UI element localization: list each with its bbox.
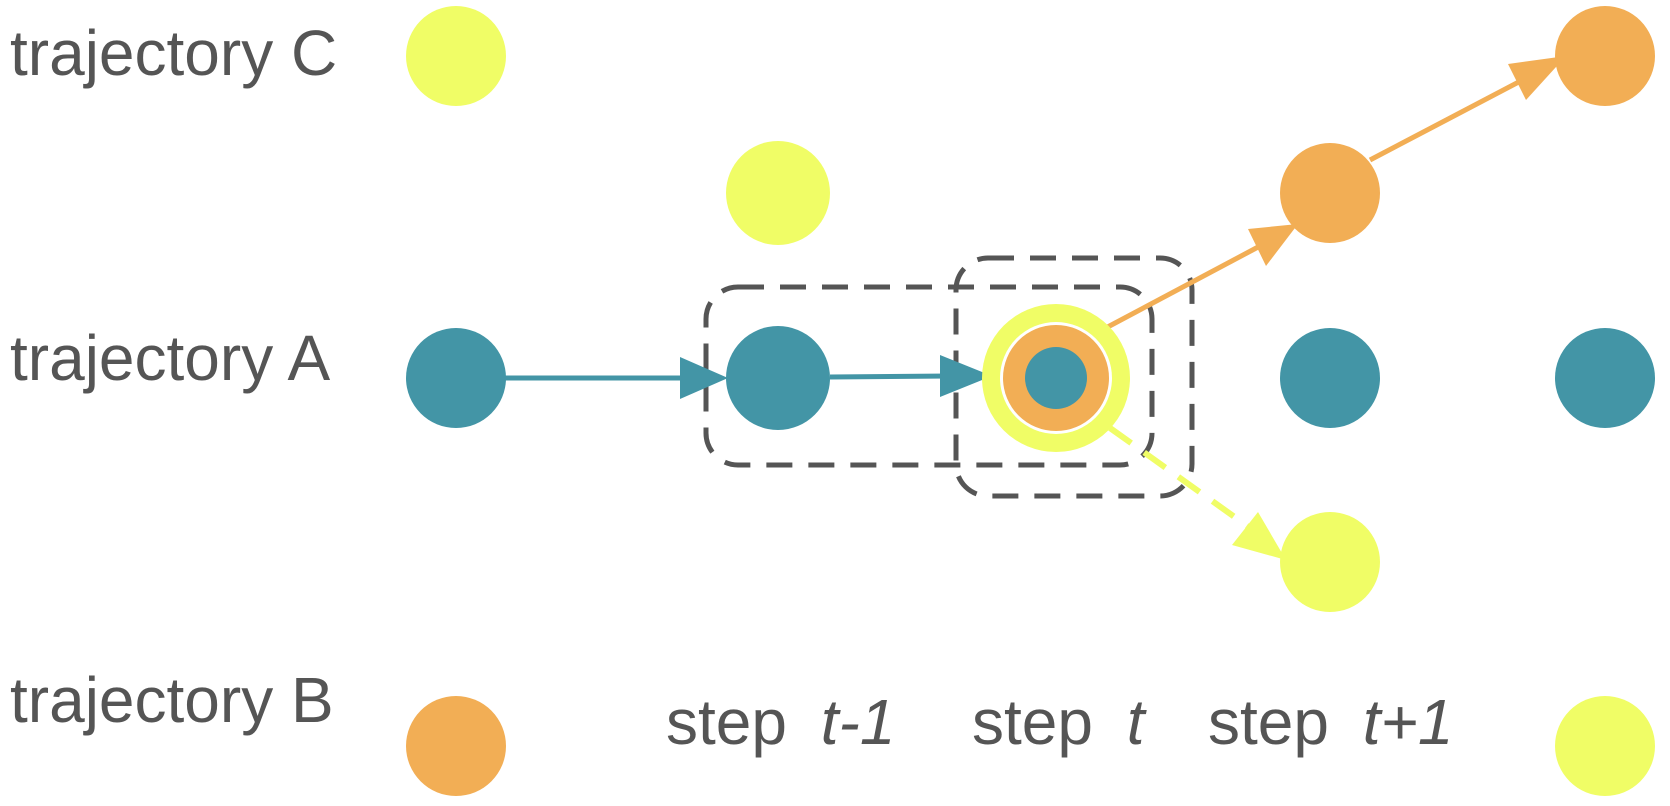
step-label-curr: step t — [972, 686, 1147, 758]
legend-node-yellow-right — [1555, 696, 1655, 796]
edge-a-2 — [829, 373, 951, 380]
edge-b-1 — [1100, 243, 1262, 333]
node-c-3 — [1280, 512, 1380, 612]
step-var-prev: t-1 — [821, 686, 896, 758]
label-trajectory-c: trajectory C — [10, 17, 337, 89]
node-a-5 — [1555, 328, 1655, 428]
edge-b-1-arrowhead — [1248, 224, 1298, 266]
window-box-curr — [953, 255, 1195, 499]
edge-a-1-arrowhead — [680, 357, 728, 399]
label-trajectory-a: trajectory A — [10, 322, 330, 394]
merged-node-teal-core — [1025, 347, 1087, 409]
legend-node-c — [406, 6, 506, 106]
step-var-curr: t — [1127, 686, 1147, 758]
node-a-4 — [1280, 328, 1380, 428]
step-label-prev: step t-1 — [666, 686, 895, 758]
step-word-prev: step — [666, 686, 787, 758]
step-label-next: step t+1 — [1208, 686, 1454, 758]
node-b-3 — [1555, 6, 1655, 106]
node-c-1 — [726, 141, 830, 245]
node-a-1 — [406, 328, 506, 428]
step-var-next: t+1 — [1363, 686, 1454, 758]
legend-node-b — [406, 696, 506, 796]
edge-c-1 — [1108, 425, 1252, 531]
merged-node-step-t — [982, 304, 1130, 452]
step-word-next: step — [1208, 686, 1329, 758]
edge-a-2-arrowhead — [940, 355, 992, 397]
window-box-prev — [703, 284, 1155, 468]
edge-c-1-arrowhead — [1232, 512, 1286, 560]
edge-b-2 — [1368, 71, 1536, 163]
edge-b-2-arrowhead — [1508, 56, 1566, 100]
step-word-curr: step — [972, 686, 1093, 758]
node-b-2 — [1280, 143, 1380, 243]
node-a-2 — [726, 326, 830, 430]
label-trajectory-b: trajectory B — [10, 664, 334, 736]
